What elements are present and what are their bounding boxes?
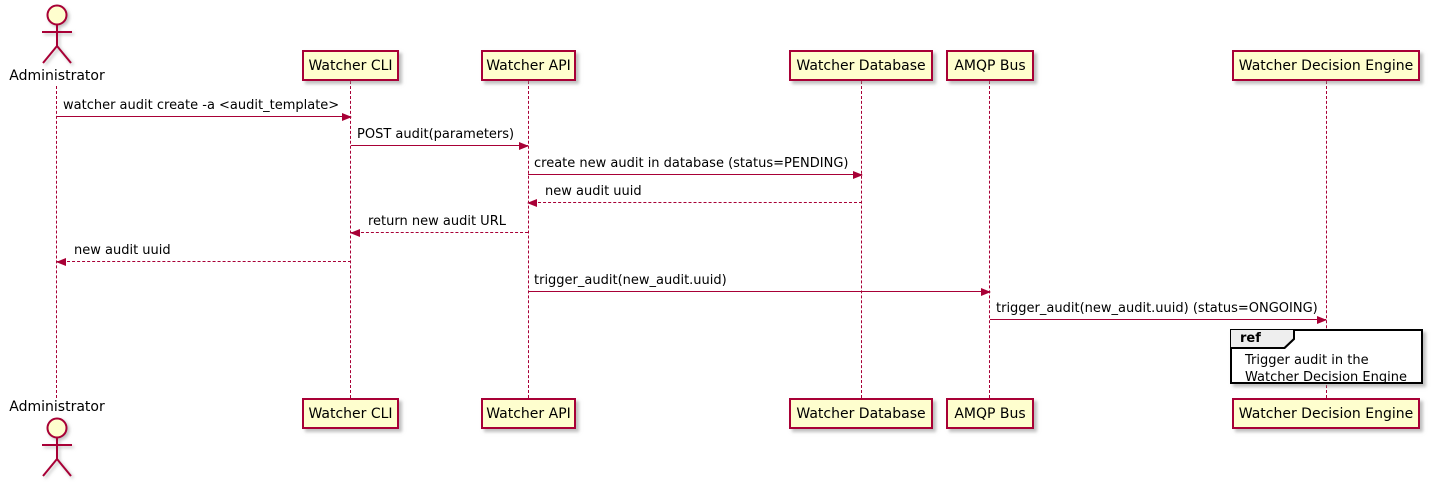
message-label: trigger_audit(new_audit.uuid) bbox=[534, 273, 727, 288]
arrowhead-left-icon bbox=[350, 229, 360, 237]
message-trigger-audit-ongoing: trigger_audit(new_audit.uuid) (status=ON… bbox=[990, 301, 1327, 324]
ref-body-line: Trigger audit in the bbox=[1245, 353, 1369, 368]
lifeline-amqp-bus bbox=[989, 81, 990, 398]
message-label: return new audit URL bbox=[368, 214, 506, 229]
arrowhead-left-icon bbox=[56, 258, 66, 266]
message-label: trigger_audit(new_audit.uuid) (status=ON… bbox=[996, 301, 1318, 316]
arrowhead-right-icon bbox=[1317, 316, 1327, 324]
message-audit-create: watcher audit create -a <audit_template> bbox=[57, 98, 352, 121]
message-line bbox=[528, 291, 990, 292]
arrowhead-right-icon bbox=[853, 171, 863, 179]
participant-watcher-decision-engine-bottom: Watcher Decision Engine bbox=[1232, 398, 1420, 429]
actor-label-administrator-top: Administrator bbox=[9, 68, 105, 84]
message-line bbox=[351, 145, 528, 146]
ref-tag-label: ref bbox=[1231, 330, 1293, 347]
message-line bbox=[57, 261, 351, 262]
participant-watcher-decision-engine-top: Watcher Decision Engine bbox=[1232, 50, 1420, 81]
message-line bbox=[528, 202, 862, 203]
message-post-audit: POST audit(parameters) bbox=[351, 127, 529, 150]
participant-watcher-api-bottom: Watcher API bbox=[481, 398, 576, 429]
message-label: new audit uuid bbox=[545, 184, 642, 199]
participant-watcher-api-top: Watcher API bbox=[481, 50, 576, 81]
ref-tag-pentagon: ref bbox=[1231, 330, 1295, 349]
lifeline-administrator bbox=[56, 86, 57, 398]
message-return-audit-url: return new audit URL bbox=[350, 214, 528, 237]
ref-body: Trigger audit in the Watcher Decision En… bbox=[1245, 352, 1407, 386]
message-line bbox=[351, 232, 528, 233]
participant-amqp-bus-top: AMQP Bus bbox=[946, 50, 1034, 81]
arrowhead-right-icon bbox=[519, 142, 529, 150]
message-line bbox=[990, 319, 1326, 320]
message-new-audit-uuid-admin: new audit uuid bbox=[56, 243, 351, 266]
ref-fragment: ref Trigger audit in the Watcher Decisio… bbox=[1230, 329, 1423, 386]
participant-watcher-cli-top: Watcher CLI bbox=[302, 50, 399, 81]
message-label: create new audit in database (status=PEN… bbox=[534, 156, 849, 171]
message-trigger-audit: trigger_audit(new_audit.uuid) bbox=[528, 273, 991, 296]
administrator-actor-icon bbox=[42, 4, 72, 64]
arrowhead-right-icon bbox=[981, 288, 991, 296]
actor-label-administrator-bottom: Administrator bbox=[9, 399, 105, 415]
arrowhead-left-icon bbox=[527, 199, 537, 207]
message-line bbox=[528, 174, 862, 175]
administrator-actor-icon bbox=[42, 417, 72, 477]
lifeline-watcher-cli bbox=[350, 81, 351, 398]
message-label: new audit uuid bbox=[74, 243, 171, 258]
lifeline-watcher-api bbox=[528, 81, 529, 398]
lifeline-watcher-database bbox=[861, 81, 862, 398]
message-label: watcher audit create -a <audit_template> bbox=[63, 98, 340, 113]
arrowhead-right-icon bbox=[342, 113, 352, 121]
lifeline-watcher-decision-engine bbox=[1326, 81, 1327, 398]
message-line bbox=[57, 116, 351, 117]
participant-watcher-cli-bottom: Watcher CLI bbox=[302, 398, 399, 429]
participant-watcher-database-bottom: Watcher Database bbox=[789, 398, 933, 429]
message-label: POST audit(parameters) bbox=[357, 127, 515, 142]
message-new-audit-uuid-db: new audit uuid bbox=[527, 184, 862, 207]
message-create-audit-db: create new audit in database (status=PEN… bbox=[528, 156, 863, 179]
participant-watcher-database-top: Watcher Database bbox=[789, 50, 933, 81]
ref-body-line: Watcher Decision Engine bbox=[1245, 370, 1407, 385]
participant-amqp-bus-bottom: AMQP Bus bbox=[946, 398, 1034, 429]
